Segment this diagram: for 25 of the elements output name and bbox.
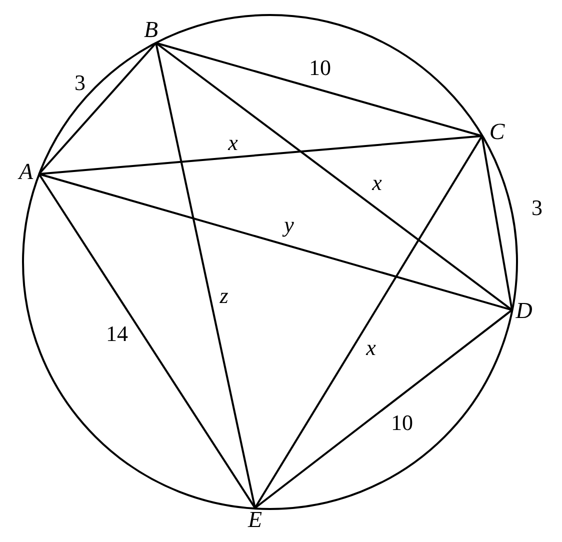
edge-label: y	[284, 213, 294, 237]
line-segment	[254, 135, 483, 509]
edge-label: 10	[309, 56, 331, 80]
edge-label: x	[366, 336, 376, 360]
line-segment	[38, 173, 512, 311]
line-segment	[38, 42, 157, 175]
vertex-label: A	[15, 160, 37, 184]
line-segment	[38, 135, 482, 175]
line-segment	[156, 42, 482, 137]
line-segment	[155, 42, 256, 508]
vertex-label: C	[486, 120, 508, 144]
edge-label: 3	[532, 196, 542, 220]
vertex-label: E	[244, 508, 266, 532]
edge-label: 3	[74, 71, 86, 95]
edge-label: x	[372, 171, 382, 195]
line-segment	[254, 309, 513, 509]
edge-label: 14	[106, 322, 128, 346]
edge-label: x	[228, 131, 238, 155]
line-segment	[155, 42, 513, 311]
edge-label: 10	[391, 411, 413, 435]
edge-label: z	[220, 284, 228, 308]
line-segment	[481, 136, 513, 310]
line-segment	[38, 173, 256, 509]
vertex-label: D	[513, 299, 535, 323]
vertex-label: B	[140, 18, 162, 42]
